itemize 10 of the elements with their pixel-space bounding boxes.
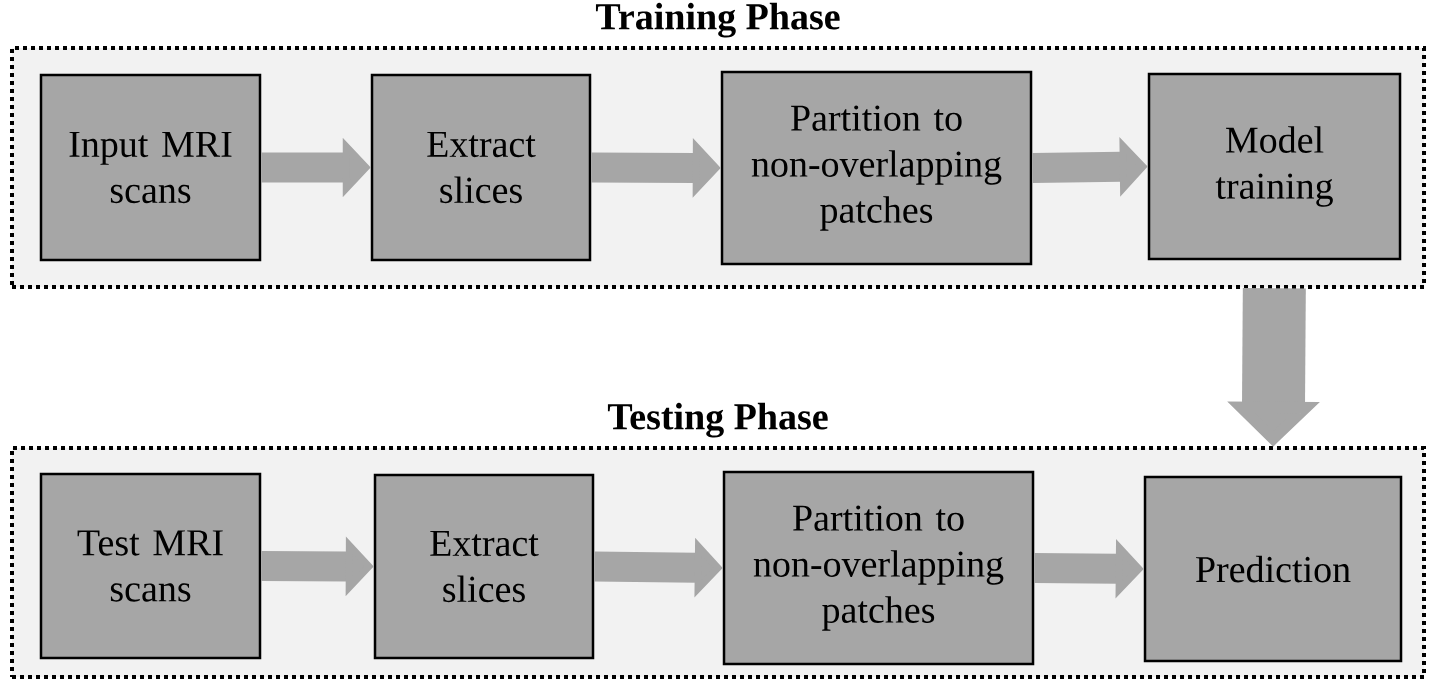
process-box: Extract slices: [370, 73, 592, 262]
process-box: Model training: [1147, 72, 1402, 261]
process-box: Prediction: [1143, 475, 1403, 663]
node-label: Training Phase: [595, 2, 840, 38]
process-box: Partition to non-overlapping patches: [722, 470, 1035, 666]
process-box: Extract slices: [373, 473, 595, 660]
process-box: Test MRI scans: [39, 472, 262, 660]
process-box: Partition to non-overlapping patches: [720, 70, 1033, 266]
process-box: Input MRI scans: [39, 73, 262, 262]
node-label: Testing Phase: [607, 402, 828, 438]
